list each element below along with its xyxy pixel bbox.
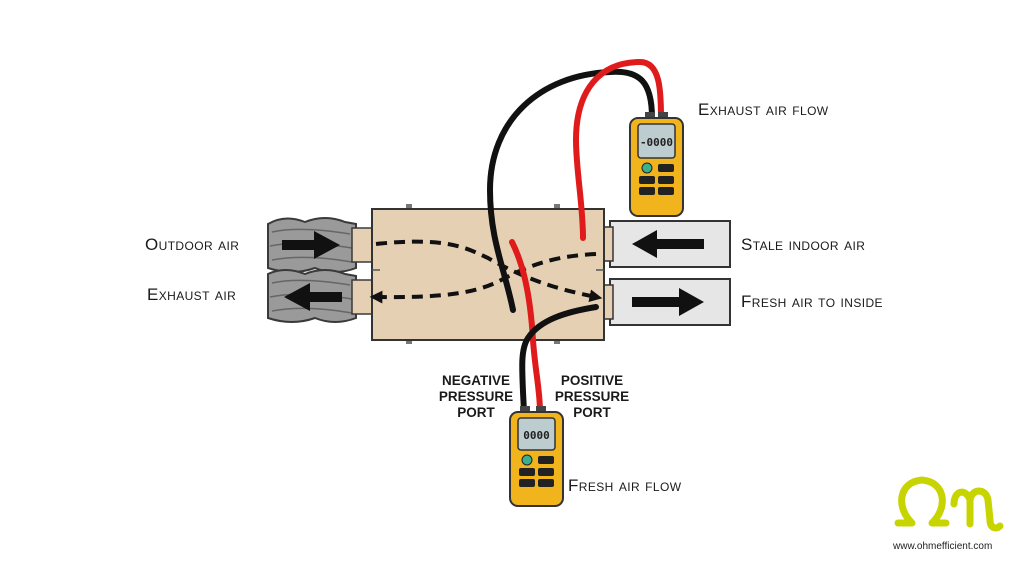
outdoor-air-label: Outdoor air [145,235,240,254]
exhaust-air-label: Exhaust air [147,285,237,304]
negative-pressure-port-label: NEGATIVE PRESSURE PORT [436,373,516,421]
pressure-hoses [486,58,664,415]
exhaust-manometer: -0000 [629,112,684,217]
exhaust-gauge-reading: -0000 [640,136,673,149]
negative-port-line-1: NEGATIVE [441,373,510,388]
fresh-red-hose [509,239,543,415]
negative-port-line-3: PORT [457,405,495,420]
fresh-black-hose [519,304,599,415]
duct-flow-arrows [282,230,704,316]
positive-port-line-2: PRESSURE [554,389,630,404]
negative-port-line-2: PRESSURE [438,389,514,404]
exhaust-red-hose [572,58,664,241]
ohmefficient-logo [894,476,1004,532]
exhaust-air-arrow [284,283,342,311]
fresh-gauge-reading: 0000 [523,429,550,442]
website-url: www.ohmefficient.com [893,541,993,552]
stale-indoor-air-label: Stale indoor air [741,235,866,254]
exhaust-black-hose [486,68,655,313]
fresh-air-to-inside-arrow [632,288,704,316]
erv-unit [371,204,605,344]
positive-pressure-port-label: POSITIVE PRESSURE PORT [552,373,632,421]
exhaust-air-flow-label: Exhaust air flow [698,100,829,119]
stale-indoor-air-arrow [632,230,704,258]
positive-port-line-3: PORT [573,405,611,420]
outdoor-air-arrow [282,231,340,259]
positive-port-line-1: POSITIVE [560,373,624,388]
fresh-air-flow-label: Fresh air flow [568,476,682,495]
fresh-air-to-inside-label: Fresh air to inside [741,292,883,311]
fresh-manometer: 0000 [509,406,564,507]
